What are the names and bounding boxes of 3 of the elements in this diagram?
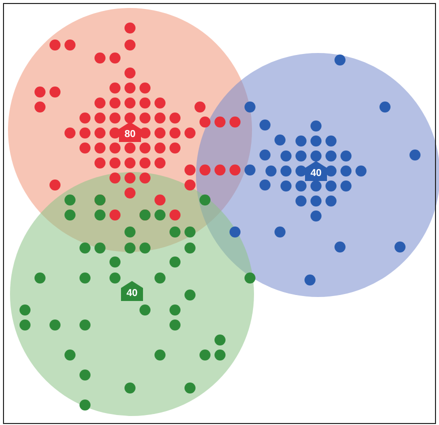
count-marker: 40 (121, 281, 143, 301)
count-marker: 80 (119, 122, 141, 142)
count-marker: 40 (305, 161, 327, 181)
